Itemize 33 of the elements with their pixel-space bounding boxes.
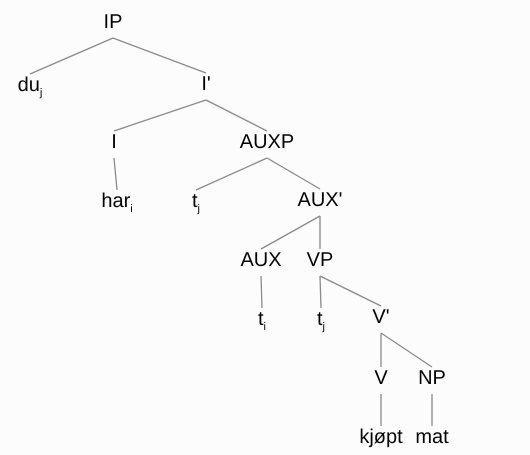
tree-node-label: t$_{j}$ (192, 190, 200, 212)
tree-node-label: VP (306, 249, 334, 271)
tree-branch (30, 37, 114, 75)
tree-branch (266, 157, 320, 190)
tree-node-label: IP (104, 11, 122, 33)
tree-node-label: kjøpt (359, 426, 403, 448)
tree-branch (380, 332, 432, 368)
tree-node-label: I (111, 131, 117, 153)
tree-node-label: AUX (240, 249, 282, 271)
tree-branch (319, 216, 321, 249)
tree-node-label: t$_{j}$ (317, 308, 325, 330)
tree-node-label: V (374, 367, 388, 389)
tree-branch (113, 158, 118, 190)
tree-node-label: AUX' (298, 189, 342, 211)
tree-branch (431, 394, 433, 426)
tree-branch (196, 157, 268, 191)
tree-branch (319, 276, 322, 308)
tree-branch (206, 99, 268, 132)
tree-branch (260, 276, 263, 308)
tree-node-label: t$_{i}$ (258, 308, 266, 330)
tree-branch (260, 215, 320, 250)
tree-node-label: I' (201, 73, 211, 95)
tree-branch (380, 333, 382, 367)
tree-branch (114, 99, 206, 132)
tree-branch (112, 37, 206, 74)
tree-node-label: du$_{j}$ (18, 74, 42, 96)
tree-node-label: AUXP (240, 131, 294, 153)
tree-node-label: har$_{i}$ (101, 190, 133, 212)
tree-node-label: V' (372, 306, 390, 328)
tree-branch (380, 394, 382, 426)
tree-branch (320, 275, 382, 307)
tree-node-label: mat (415, 426, 449, 448)
tree-node-label: NP (418, 367, 446, 389)
